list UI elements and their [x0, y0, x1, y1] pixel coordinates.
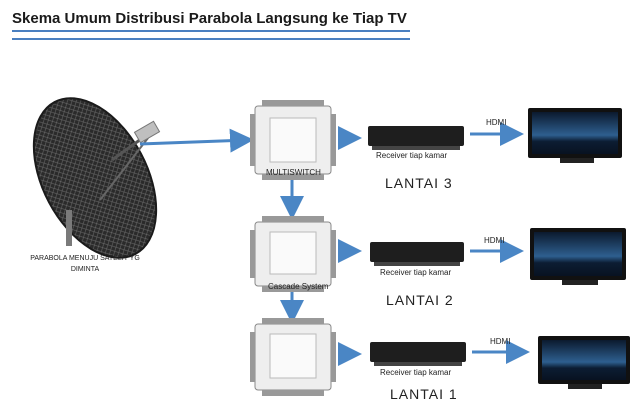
dish-to-multiswitch-arrow [139, 128, 254, 153]
hdmi-label-3: HDMI [486, 118, 507, 127]
floor-label-3: LANTAI 3 [385, 175, 453, 191]
tv-icon-1 [538, 336, 630, 389]
floor-label-1: LANTAI 1 [390, 386, 458, 402]
switch-label-3: MULTISWITCH [266, 168, 321, 177]
title-rule-bottom [12, 38, 410, 40]
floor-label-2: LANTAI 2 [386, 292, 454, 308]
tv-icon-3 [528, 108, 622, 163]
parabola-dish-icon [32, 97, 161, 259]
receiver-icon-3 [368, 126, 464, 150]
switch-label-2: Cascade System [268, 282, 329, 291]
title-rule-top [12, 30, 410, 32]
receiver-icon-1 [370, 342, 466, 366]
receiver-label-2: Receiver tiap kamar [380, 268, 452, 277]
multiswitch-icon-3 [250, 100, 336, 180]
receiver-icon-2 [370, 242, 464, 266]
dish-label: PARABOLA MENUJU SATELIT YG DIMINTA [30, 255, 140, 273]
multiswitch-icon-1 [250, 318, 336, 396]
hdmi-label-1: HDMI [490, 337, 511, 346]
hdmi-label-2: HDMI [484, 236, 505, 245]
tv-icon-2 [530, 228, 626, 285]
signal-arrows [139, 122, 530, 366]
multiswitch-icon-2 [250, 216, 336, 292]
receiver-label-3: Receiver tiap kamar [376, 151, 448, 160]
diagram-title: Skema Umum Distribusi Parabola Langsung … [12, 10, 407, 27]
receiver-label-1: Receiver tiap kamar [380, 368, 452, 377]
